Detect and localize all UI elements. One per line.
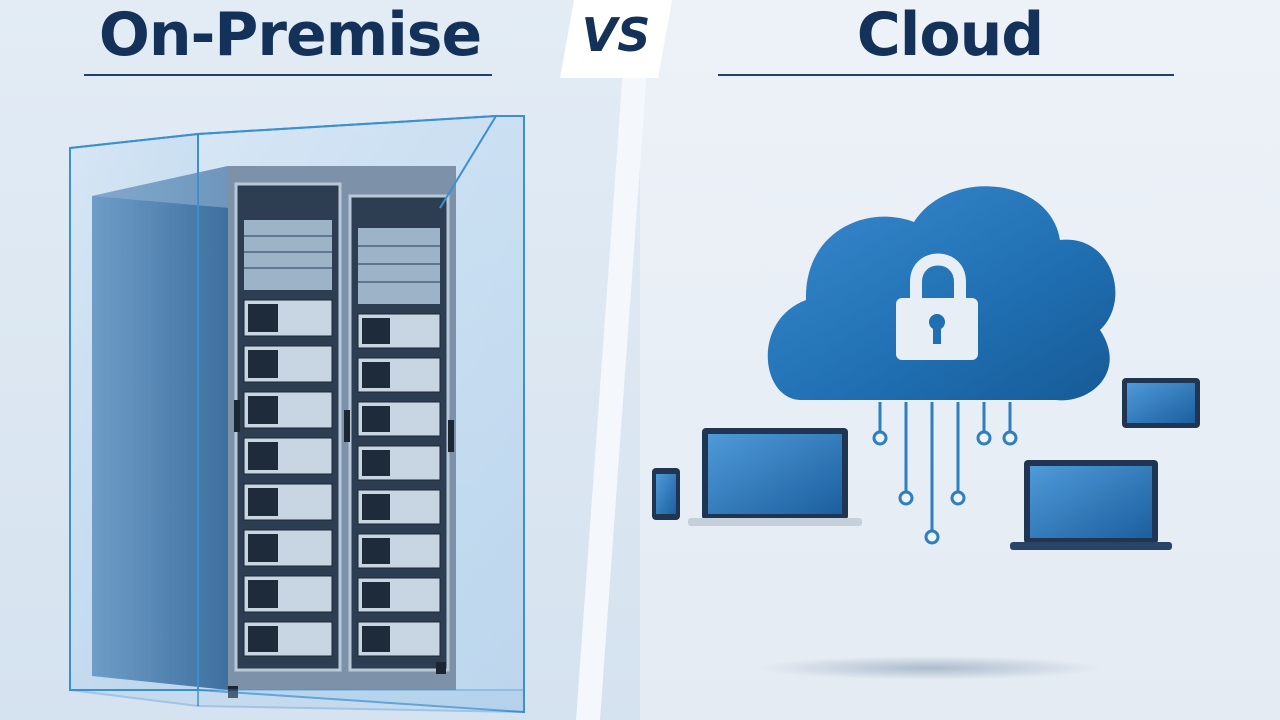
network-connections: [878, 402, 1012, 532]
smartphone-icon: [652, 468, 680, 520]
cloud-title: Cloud: [856, 0, 1044, 70]
vs-badge: [560, 0, 672, 78]
tablet-icon: [1122, 378, 1200, 428]
laptop-icon: [688, 428, 862, 526]
ground-shadow: [760, 656, 1100, 680]
cloud-underline: [718, 74, 1174, 76]
laptop-icon-right: [1010, 460, 1172, 550]
vs-label: VS: [581, 8, 651, 62]
on-premise-title: On-Premise: [98, 0, 482, 70]
server-rack-icon: [69, 114, 525, 714]
cloud-lock-icon: [767, 186, 1116, 401]
connection-nodes: [872, 430, 1018, 545]
on-premise-underline: [84, 74, 492, 76]
